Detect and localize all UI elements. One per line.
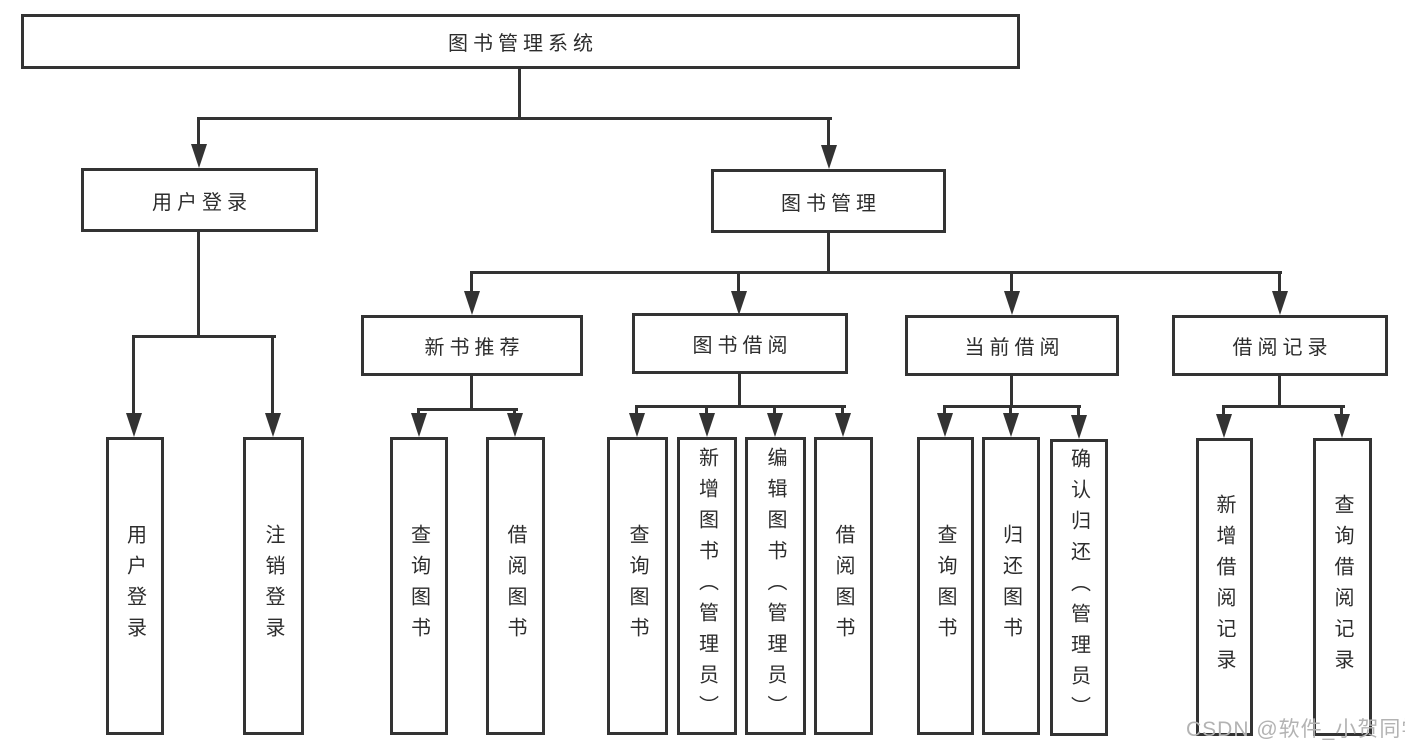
leaf-record-query-borrow-record: 查询借阅记录 xyxy=(1313,438,1372,736)
leaf-borrow-borrow-books-label: 借阅图书 xyxy=(832,524,854,648)
connector-line xyxy=(417,408,518,411)
leaf-newbook-query-books: 查询图书 xyxy=(390,437,448,735)
arrow-down-connector xyxy=(1004,274,1020,315)
connector-line xyxy=(738,372,741,405)
arrow-down-connector xyxy=(1334,408,1350,438)
node-root-label: 图书管理系统 xyxy=(448,33,598,55)
leaf-borrow-add-books-admin-label: 新增图书（管理员） xyxy=(695,446,718,726)
leaf-borrow-add-books-admin: 新增图书（管理员） xyxy=(677,437,737,735)
leaf-logout-label: 注销登录 xyxy=(262,524,284,648)
leaf-record-query-borrow-record-label: 查询借阅记录 xyxy=(1331,494,1353,680)
arrow-down-connector xyxy=(731,274,747,315)
leaf-newbook-borrow-books-label: 借阅图书 xyxy=(504,524,526,648)
node-book-borrow: 图书借阅 xyxy=(632,313,848,374)
leaf-borrow-query-books-label: 查询图书 xyxy=(626,524,648,648)
leaf-user-login-label: 用户登录 xyxy=(123,524,146,648)
leaf-borrow-edit-books-admin-label: 编辑图书（管理员） xyxy=(764,446,786,726)
node-root: 图书管理系统 xyxy=(21,14,1020,69)
arrow-down-connector xyxy=(835,408,851,437)
leaf-borrow-query-books: 查询图书 xyxy=(607,437,668,735)
connector-line xyxy=(132,335,276,338)
leaf-newbook-borrow-books: 借阅图书 xyxy=(486,437,545,735)
connector-line xyxy=(943,405,1081,408)
leaf-logout: 注销登录 xyxy=(243,437,304,735)
connector-line xyxy=(197,232,200,335)
arrow-down-connector xyxy=(767,408,783,437)
arrow-down-connector xyxy=(1071,408,1087,439)
connector-line xyxy=(1010,374,1013,405)
leaf-user-login: 用户登录 xyxy=(106,437,164,735)
connector-line xyxy=(470,271,1282,274)
arrow-down-connector xyxy=(821,120,837,169)
watermark: CSDN @软件_小贺同学 xyxy=(1186,718,1405,741)
arrow-down-connector xyxy=(507,411,523,437)
leaf-record-add-borrow-record: 新增借阅记录 xyxy=(1196,438,1253,736)
connector-line xyxy=(1222,405,1345,408)
connector-line xyxy=(518,69,521,117)
leaf-current-confirm-return-admin-label: 确认归还（管理员） xyxy=(1067,448,1090,727)
node-book-management-label: 图书管理 xyxy=(781,192,881,215)
connector-line xyxy=(827,233,830,271)
node-user-login-label: 用户登录 xyxy=(152,191,252,214)
connector-line xyxy=(635,405,846,408)
node-new-book-recommend: 新书推荐 xyxy=(361,315,583,376)
arrow-down-connector xyxy=(1216,408,1232,438)
node-new-book-recommend-label: 新书推荐 xyxy=(424,337,525,359)
node-borrow-record: 借阅记录 xyxy=(1172,315,1388,376)
node-book-borrow-label: 图书借阅 xyxy=(692,335,793,357)
arrow-down-connector xyxy=(1272,274,1288,315)
node-current-borrow: 当前借阅 xyxy=(905,315,1119,376)
arrow-down-connector xyxy=(937,408,953,437)
leaf-record-add-borrow-record-label: 新增借阅记录 xyxy=(1213,494,1235,680)
leaf-borrow-borrow-books: 借阅图书 xyxy=(814,437,873,735)
arrow-down-connector xyxy=(699,408,715,437)
arrow-down-connector xyxy=(126,338,142,437)
leaf-borrow-edit-books-admin: 编辑图书（管理员） xyxy=(745,437,806,735)
connector-line xyxy=(197,117,832,120)
node-book-management: 图书管理 xyxy=(711,169,946,233)
leaf-current-return-books: 归还图书 xyxy=(982,437,1040,735)
arrow-down-connector xyxy=(191,120,207,168)
arrow-down-connector xyxy=(1003,408,1019,437)
connector-line xyxy=(470,374,473,408)
leaf-newbook-query-books-label: 查询图书 xyxy=(407,524,430,648)
leaf-current-query-books: 查询图书 xyxy=(917,437,974,735)
arrow-down-connector xyxy=(265,338,281,437)
node-user-login: 用户登录 xyxy=(81,168,318,232)
leaf-current-confirm-return-admin: 确认归还（管理员） xyxy=(1050,439,1108,736)
node-current-borrow-label: 当前借阅 xyxy=(964,337,1065,359)
arrow-down-connector xyxy=(464,274,480,315)
arrow-down-connector xyxy=(411,411,427,437)
arrow-down-connector xyxy=(629,408,645,437)
leaf-current-return-books-label: 归还图书 xyxy=(999,524,1022,648)
connector-line xyxy=(1278,374,1281,405)
node-borrow-record-label: 借阅记录 xyxy=(1232,337,1333,359)
leaf-current-query-books-label: 查询图书 xyxy=(934,524,956,648)
